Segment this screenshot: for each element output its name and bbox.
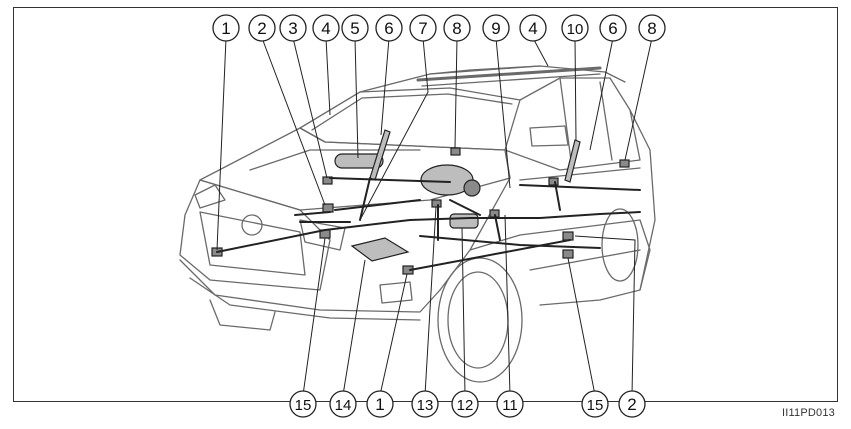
callout-top-label-9: 4 (528, 19, 537, 38)
sensor-8a (450, 147, 461, 156)
sensor-13 (431, 199, 442, 208)
steering-hub-part (463, 179, 481, 197)
callout-top-circle-5 (375, 14, 403, 42)
callout-bottom-label-7: 2 (627, 395, 636, 414)
callout-bottom-label-3: 13 (417, 397, 434, 414)
callouts-top: 1 2 3 4 5 6 7 8 9 4 10 6 8 (212, 14, 666, 42)
callout-bottom-label-4: 12 (457, 397, 474, 414)
callout-top-circle-0 (212, 14, 240, 42)
callout-top-circle-3 (312, 14, 340, 42)
leader-lines (216, 37, 653, 396)
callout-bottom-label-0: 15 (295, 397, 312, 414)
callout-bottom-circle-1 (329, 390, 357, 418)
callout-top-label-7: 8 (452, 19, 461, 38)
callout-top-label-5: 6 (384, 19, 393, 38)
figure-code: II11PD013 (782, 407, 835, 419)
passenger-airbag-part (334, 153, 384, 169)
callout-top-label-8: 9 (491, 19, 500, 38)
callout-bottom-label-6: 15 (587, 397, 604, 414)
callout-bottom-circle-5 (496, 390, 524, 418)
knee-airbag-part (449, 213, 479, 229)
wiring-harness (216, 177, 641, 271)
callout-bottom-circle-3 (411, 390, 439, 418)
callout-top-circle-11 (599, 14, 627, 42)
callout-top-label-6: 7 (418, 19, 427, 38)
callout-top-circle-8 (482, 14, 510, 42)
callout-top-label-12: 8 (647, 19, 656, 38)
callout-top-circle-9 (519, 14, 547, 42)
airbag-ecu-part (350, 237, 410, 262)
car-body-outline (179, 65, 656, 383)
callout-top-label-0: 1 (221, 19, 230, 38)
callout-top-circle-1 (248, 14, 276, 42)
callout-top-circle-7 (443, 14, 471, 42)
sensor-10 (548, 177, 559, 186)
callout-top-circle-4 (341, 14, 369, 42)
sensor-15b (562, 249, 574, 259)
callout-bottom-label-2: 1 (375, 395, 384, 414)
callout-top-label-2: 3 (288, 19, 297, 38)
callouts-bottom: 15 14 1 13 12 11 15 2 (289, 390, 646, 418)
callout-top-circle-12 (638, 14, 666, 42)
callout-top-circle-2 (279, 14, 307, 42)
sensor-2 (322, 203, 334, 213)
callout-top-label-3: 4 (321, 19, 330, 38)
callout-bottom-label-1: 14 (335, 397, 352, 414)
callout-bottom-label-5: 11 (502, 397, 518, 414)
callout-bottom-circle-2 (366, 390, 394, 418)
sensor-8b (619, 159, 630, 168)
callout-top-label-11: 6 (608, 19, 617, 38)
rear-side-airbag-part (564, 139, 581, 183)
callout-bottom-circle-4 (451, 390, 479, 418)
callout-bottom-circle-7 (618, 390, 646, 418)
callout-top-circle-10 (561, 14, 589, 42)
callout-bottom-circle-6 (581, 390, 609, 418)
sensor-2b (562, 231, 574, 241)
callout-top-circle-6 (409, 14, 437, 42)
callout-bottom-circle-0 (289, 390, 317, 418)
callout-top-label-10: 10 (567, 21, 584, 38)
callout-top-label-1: 2 (257, 19, 266, 38)
sensor-3 (322, 176, 333, 185)
callout-top-label-4: 5 (350, 19, 359, 38)
